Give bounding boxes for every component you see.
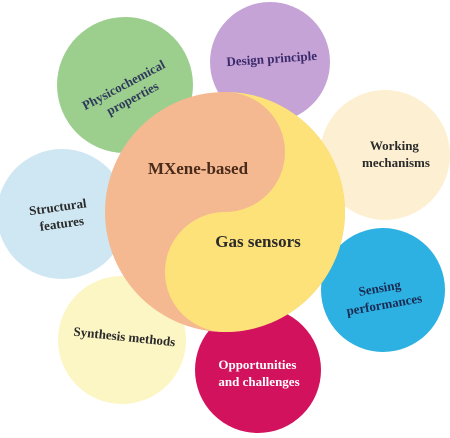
petal-opportunities-challenges	[195, 307, 321, 433]
petal-sensing-performances	[321, 228, 445, 352]
center-top-label: MXene-based	[148, 159, 249, 178]
center-disc	[105, 92, 345, 332]
label-opportunities-challenges: Opportunities and challenges	[218, 357, 299, 389]
label-opportunities-challenges-line-1: Opportunities	[218, 357, 296, 372]
label-design-principle-line-1: Design principle	[226, 48, 318, 69]
label-design-principle: Design principle	[226, 48, 318, 69]
petal-structural-features	[0, 149, 127, 279]
label-sensing-performances-line-1: Sensing	[357, 277, 402, 299]
petal-working-mechanisms	[320, 90, 450, 220]
center-disc-right-half	[165, 92, 345, 332]
center-bottom-label: Gas sensors	[215, 232, 301, 251]
label-structural-features-line-2: features	[39, 213, 85, 234]
label-working-mechanisms-line-1: Working	[370, 138, 420, 153]
label-opportunities-challenges-line-2: and challenges	[218, 374, 299, 389]
label-working-mechanisms-line-2: mechanisms	[362, 155, 430, 170]
label-working-mechanisms: Working mechanisms	[362, 138, 430, 170]
petal-design-principle	[210, 2, 330, 122]
